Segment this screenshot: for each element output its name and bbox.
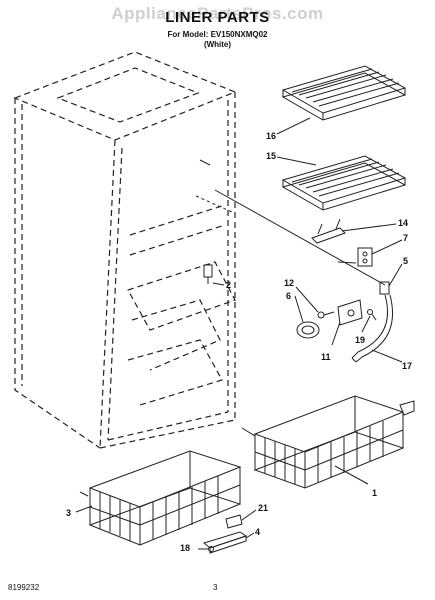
callout-15: 15 — [266, 151, 277, 161]
callout-17: 17 — [402, 361, 413, 371]
part-5-hinge-bar — [214, 189, 393, 363]
diagram-title: LINER PARTS — [165, 9, 270, 26]
part-2-clip — [203, 264, 225, 286]
callout-5: 5 — [403, 256, 409, 266]
callout-21: 21 — [258, 503, 269, 513]
model-line: For Model: EV150NXMQ02 — [167, 30, 268, 39]
basket-3 — [88, 450, 242, 546]
callout-4: 4 — [255, 527, 261, 537]
part-19-screw — [367, 309, 377, 321]
part-4-rail — [202, 531, 248, 554]
part-7-bracket — [357, 247, 373, 267]
watermark: AppliancePartsPros.com — [111, 4, 324, 23]
part-18-screw — [198, 546, 214, 552]
wire-shelf-16 — [281, 65, 407, 121]
callout-19: 19 — [355, 335, 366, 345]
callout-2: 2 — [226, 280, 232, 290]
callout-14: 14 — [398, 218, 409, 228]
part-12-screw — [317, 311, 335, 319]
part-11-plate — [337, 299, 363, 326]
document-number: 8199232 — [8, 583, 40, 592]
part-14-bracket — [311, 218, 346, 244]
page-number: 3 — [213, 583, 218, 592]
callout-6: 6 — [286, 291, 292, 301]
wire-shelf-15 — [281, 155, 407, 211]
callout-1: 1 — [372, 488, 378, 498]
callout-3: 3 — [66, 508, 72, 518]
callout-12: 12 — [284, 278, 295, 288]
color-line: (White) — [203, 40, 232, 49]
liner-cabinet — [13, 51, 237, 449]
callout-18: 18 — [180, 543, 191, 553]
part-6-knob — [296, 321, 320, 339]
callout-16: 16 — [266, 131, 277, 141]
model-info: For Model: EV150NXMQ02 (White) — [0, 30, 435, 50]
part-21-clip — [225, 514, 243, 529]
basket-1 — [241, 395, 415, 489]
callout-11: 11 — [321, 352, 331, 362]
callout-7: 7 — [403, 233, 409, 243]
